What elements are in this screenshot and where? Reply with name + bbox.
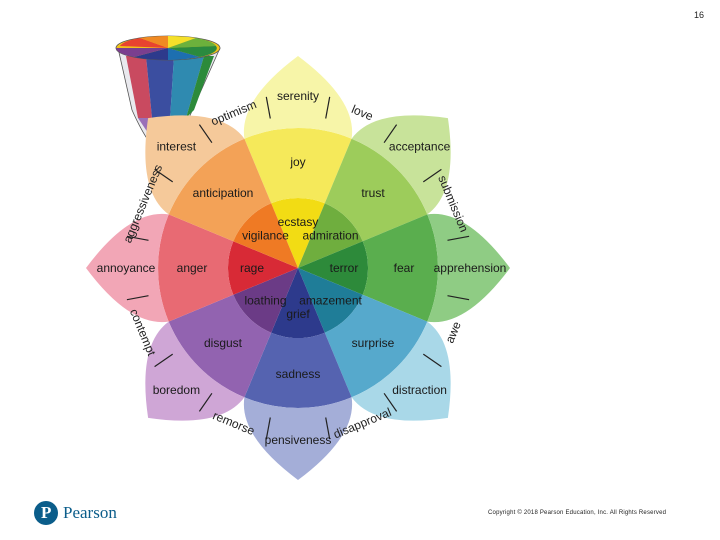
label-middle-fear: fear bbox=[394, 261, 415, 275]
label-outer-interest: interest bbox=[157, 140, 197, 154]
page-number: 16 bbox=[693, 10, 704, 20]
dyad-separator-love-0 bbox=[325, 96, 331, 119]
petal-outer-interest bbox=[145, 115, 245, 215]
dyad-separator-aggressiveness-1 bbox=[154, 168, 174, 183]
label-inner-ecstasy: ecstasy bbox=[278, 215, 319, 229]
label-inner-grief: grief bbox=[286, 307, 310, 321]
dyad-separator-love-1 bbox=[383, 124, 398, 144]
petal-inner-amazement bbox=[298, 268, 363, 333]
label-inner-admiration: admiration bbox=[302, 229, 358, 243]
petal-middle-anger bbox=[158, 214, 234, 322]
dyad-separators bbox=[126, 96, 470, 440]
pearson-logo-mark: P bbox=[34, 501, 58, 525]
pearson-logo-text: Pearson bbox=[63, 503, 117, 522]
label-middle-surprise: surprise bbox=[352, 336, 395, 350]
label-outer-annoyance: annoyance bbox=[97, 261, 156, 275]
petal-inner-rage bbox=[227, 241, 298, 295]
label-inner-loathing: loathing bbox=[244, 294, 286, 308]
dyad-separator-awe-0 bbox=[447, 295, 470, 301]
label-inner-vigilance: vigilance bbox=[242, 229, 289, 243]
label-middle-trust: trust bbox=[361, 186, 385, 200]
petal-inner-grief bbox=[271, 268, 325, 339]
dyad-separator-contempt-0 bbox=[154, 353, 174, 368]
label-outer-boredom: boredom bbox=[153, 383, 200, 397]
label-inner-amazement: amazement bbox=[299, 294, 362, 308]
dyad-separator-submission-1 bbox=[447, 235, 470, 241]
label-inner-rage: rage bbox=[240, 261, 264, 275]
petal-inner-admiration bbox=[298, 203, 363, 268]
petal-outer-pensiveness bbox=[243, 397, 353, 480]
label-inner-terror: terror bbox=[330, 261, 359, 275]
dyad-separator-aggressiveness-0 bbox=[126, 235, 149, 241]
label-outer-serenity: serenity bbox=[277, 89, 319, 103]
label-outer-apprehension: apprehension bbox=[434, 261, 507, 275]
petal-middle-disgust bbox=[168, 294, 272, 398]
dyad-separator-awe-1 bbox=[422, 353, 442, 368]
dyad-separator-submission-0 bbox=[422, 168, 442, 183]
petal-middle-anticipation bbox=[168, 138, 272, 242]
petal-outer-boredom bbox=[145, 321, 245, 421]
petal-outer-serenity bbox=[243, 56, 353, 139]
petal-middle-fear bbox=[362, 214, 438, 322]
dyad-separator-optimism-0 bbox=[198, 124, 213, 144]
petal-outer-annoyance bbox=[86, 213, 169, 323]
label-outer-acceptance: acceptance bbox=[389, 140, 451, 154]
label-middle-anticipation: anticipation bbox=[193, 186, 254, 200]
petal-outer-apprehension bbox=[427, 213, 510, 323]
dyad-separator-contempt-1 bbox=[126, 295, 149, 301]
petal-outer-distraction bbox=[351, 321, 451, 421]
dyad-separator-remorse-1 bbox=[198, 392, 213, 412]
petal-inner-loathing bbox=[233, 268, 298, 333]
petal-middle-sadness bbox=[244, 332, 352, 408]
dyad-separator-disapproval-0 bbox=[383, 392, 398, 412]
label-outer-distraction: distraction bbox=[392, 383, 447, 397]
label-middle-anger: anger bbox=[177, 261, 208, 275]
petal-inner-vigilance bbox=[233, 203, 298, 268]
petal-inner-terror bbox=[298, 241, 369, 295]
label-middle-sadness: sadness bbox=[276, 367, 321, 381]
copyright-notice: Copyright © 2018 Pearson Education, Inc.… bbox=[488, 510, 667, 516]
petal-inner-ecstasy bbox=[271, 197, 325, 268]
dyad-separator-remorse-0 bbox=[265, 417, 271, 440]
label-middle-disgust: disgust bbox=[204, 336, 243, 350]
dyad-separator-disapproval-1 bbox=[325, 417, 331, 440]
label-middle-joy: joy bbox=[289, 155, 305, 169]
petal-middle-surprise bbox=[324, 294, 428, 398]
dyad-separator-optimism-1 bbox=[265, 96, 271, 119]
petal-middle-trust bbox=[324, 138, 428, 242]
label-outer-pensiveness: pensiveness bbox=[265, 433, 332, 447]
dyad-label-love: love bbox=[349, 102, 375, 123]
wheel-petals bbox=[86, 56, 510, 480]
petal-outer-acceptance bbox=[351, 115, 451, 215]
pearson-logo: P Pearson bbox=[34, 500, 117, 526]
dyad-label-awe: awe bbox=[443, 319, 464, 345]
petal-middle-joy bbox=[244, 128, 352, 204]
